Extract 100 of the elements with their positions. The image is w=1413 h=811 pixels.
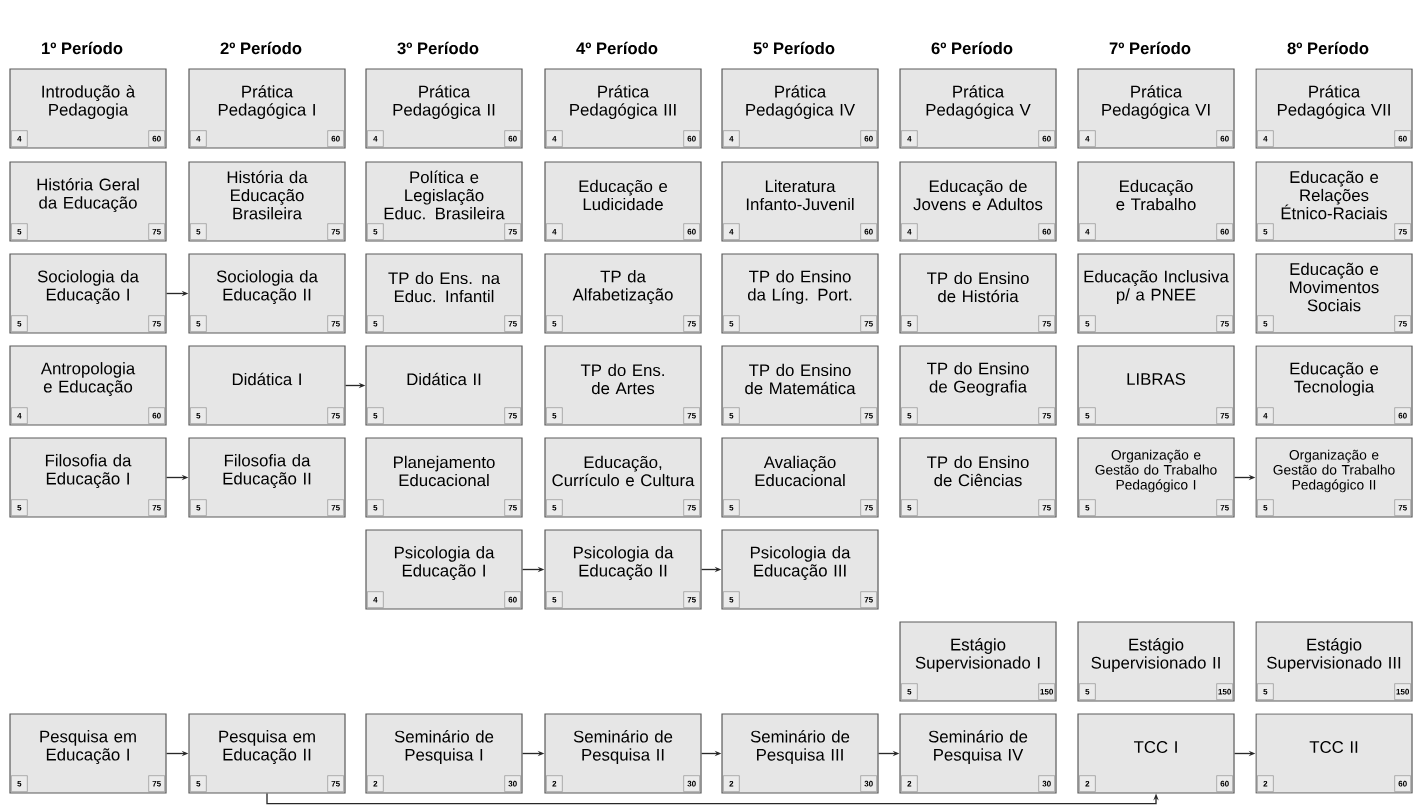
course-box: Didática I 5 75 (188, 345, 346, 426)
hour-count: 30 (504, 775, 521, 792)
hour-count: 75 (327, 499, 344, 516)
hour-count: 75 (683, 407, 700, 424)
credit-count: 5 (723, 407, 740, 424)
credit-count: 5 (190, 775, 207, 792)
hour-count: 75 (327, 407, 344, 424)
course-box: Seminário de Pesquisa II 2 30 (544, 713, 702, 794)
hour-count: 60 (504, 130, 521, 147)
course-box: TP do Ensino da Líng. Port. 5 75 (721, 253, 879, 334)
credit-count: 5 (367, 315, 384, 332)
course-box: Literatura Infanto-Juvenil 4 60 (721, 161, 879, 242)
course-box: Educação e Ludicidade 4 60 (544, 161, 702, 242)
course-box: Planejamento Educacional 5 75 (365, 437, 523, 518)
credit-count: 5 (1079, 683, 1096, 700)
hour-count: 60 (504, 591, 521, 608)
credit-count: 5 (723, 591, 740, 608)
course-box: Prática Pedagógica I 4 60 (188, 68, 346, 149)
hour-count: 60 (1216, 775, 1233, 792)
hour-count: 30 (683, 775, 700, 792)
course-box: TCC II 2 60 (1255, 713, 1413, 794)
course-box: TCC I 2 60 (1077, 713, 1235, 794)
course-box: Psicologia da Educação I 4 60 (365, 529, 523, 610)
credit-count: 4 (546, 130, 563, 147)
hour-count: 75 (1038, 315, 1055, 332)
hour-count: 60 (860, 223, 877, 240)
credit-count: 5 (1257, 683, 1274, 700)
course-box: Filosofia da Educação II 5 75 (188, 437, 346, 518)
hour-count: 60 (683, 130, 700, 147)
hour-count: 75 (1216, 407, 1233, 424)
credit-count: 4 (11, 407, 28, 424)
course-box: Política e Legislação Educ. Brasileira 5 75 (365, 161, 523, 242)
hour-count: 75 (1394, 223, 1411, 240)
credit-count: 5 (901, 315, 918, 332)
credit-count: 4 (901, 223, 918, 240)
course-box: TP do Ensino de Geografia 5 75 (899, 345, 1057, 426)
hour-count: 75 (504, 315, 521, 332)
hour-count: 75 (860, 499, 877, 516)
credit-count: 5 (11, 223, 28, 240)
credit-count: 5 (1079, 499, 1096, 516)
hour-count: 60 (1216, 130, 1233, 147)
hour-count: 75 (327, 315, 344, 332)
hour-count: 150 (1216, 683, 1233, 700)
course-box: Sociologia da Educação I 5 75 (9, 253, 167, 334)
hour-count: 60 (327, 130, 344, 147)
credit-count: 4 (1257, 130, 1274, 147)
course-box: Educação Inclusiva p/ a PNEE 5 75 (1077, 253, 1235, 334)
hour-count: 150 (1038, 683, 1055, 700)
hour-count: 75 (683, 591, 700, 608)
credit-count: 5 (190, 499, 207, 516)
credit-count: 5 (367, 223, 384, 240)
hour-count: 75 (683, 499, 700, 516)
credit-count: 4 (723, 130, 740, 147)
course-box: TP do Ensino de Ciências 5 75 (899, 437, 1057, 518)
course-box: Seminário de Pesquisa I 2 30 (365, 713, 523, 794)
credit-count: 2 (367, 775, 384, 792)
credit-count: 4 (1079, 223, 1096, 240)
hour-count: 75 (148, 223, 165, 240)
credit-count: 5 (546, 591, 563, 608)
credit-count: 5 (11, 315, 28, 332)
credit-count: 2 (723, 775, 740, 792)
credit-count: 5 (11, 499, 28, 516)
course-box: Pesquisa em Educação I 5 75 (9, 713, 167, 794)
credit-count: 2 (901, 775, 918, 792)
credit-count: 5 (546, 407, 563, 424)
course-box: Prática Pedagógica III 4 60 (544, 68, 702, 149)
course-box: Estágio Supervisionado III 5 150 (1255, 621, 1413, 702)
hour-count: 75 (1216, 315, 1233, 332)
hour-count: 60 (860, 130, 877, 147)
course-box: Educação de Jovens e Adultos 4 60 (899, 161, 1057, 242)
hour-count: 75 (148, 499, 165, 516)
hour-count: 60 (1038, 130, 1055, 147)
course-box: Pesquisa em Educação II 5 75 (188, 713, 346, 794)
credit-count: 5 (546, 315, 563, 332)
hour-count: 75 (1038, 499, 1055, 516)
hour-count: 75 (504, 223, 521, 240)
credit-count: 5 (723, 315, 740, 332)
credit-count: 4 (1079, 130, 1096, 147)
credit-count: 5 (1079, 315, 1096, 332)
hour-count: 75 (504, 499, 521, 516)
hour-count: 75 (860, 407, 877, 424)
course-box: Seminário de Pesquisa IV 2 30 (899, 713, 1057, 794)
course-box: Psicologia da Educação II 5 75 (544, 529, 702, 610)
credit-count: 5 (190, 315, 207, 332)
credit-count: 4 (546, 223, 563, 240)
hour-count: 75 (860, 315, 877, 332)
credit-count: 5 (901, 407, 918, 424)
course-box: Prática Pedagógica V 4 60 (899, 68, 1057, 149)
course-box: Didática II 5 75 (365, 345, 523, 426)
credit-count: 4 (367, 591, 384, 608)
course-box: Educação e Trabalho 4 60 (1077, 161, 1235, 242)
course-box: Estágio Supervisionado I 5 150 (899, 621, 1057, 702)
course-box: Avaliação Educacional 5 75 (721, 437, 879, 518)
course-box: Antropologia e Educação 4 60 (9, 345, 167, 426)
credit-count: 2 (1079, 775, 1096, 792)
hour-count: 30 (1038, 775, 1055, 792)
course-box: História da Educação Brasileira 5 75 (188, 161, 346, 242)
course-box: Organização e Gestão do Trabalho Pedagógico I 5 75 (1077, 437, 1235, 518)
course-box: LIBRAS 5 75 (1077, 345, 1235, 426)
credit-count: 5 (723, 499, 740, 516)
